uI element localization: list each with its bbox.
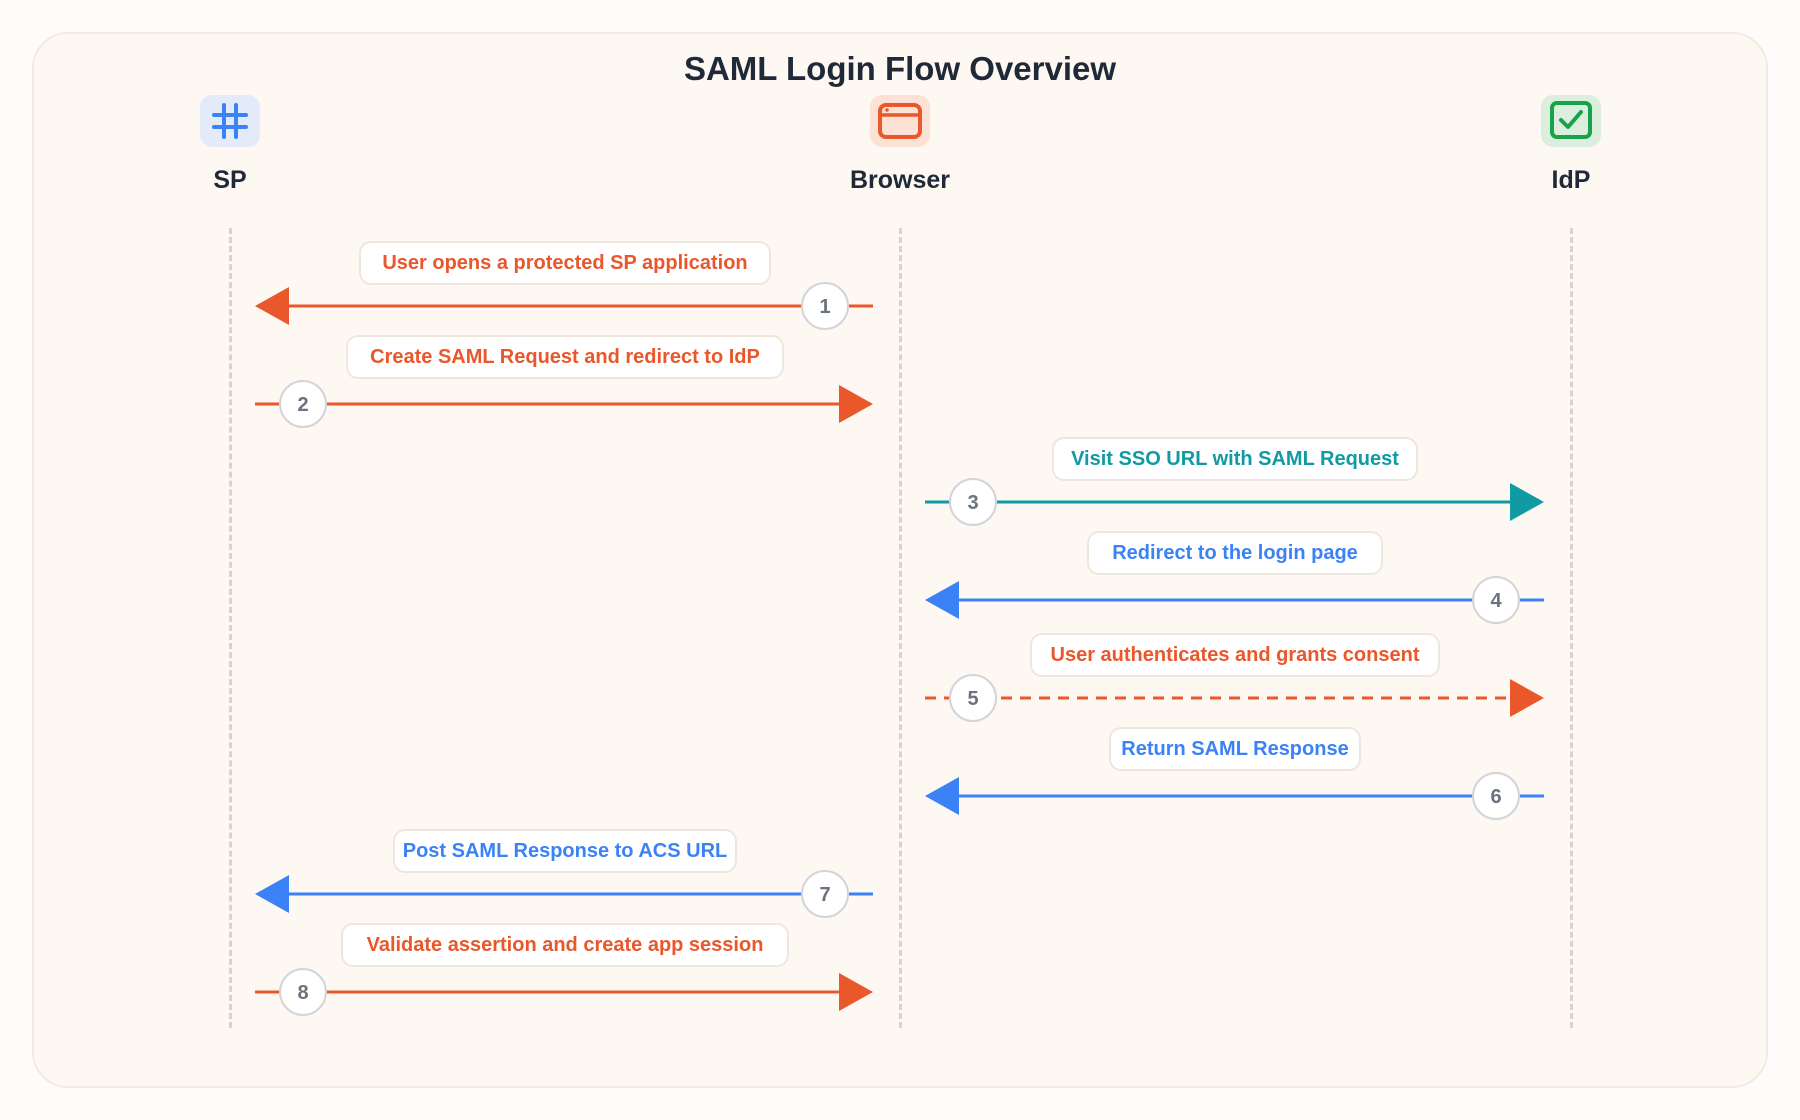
step-badge-1 — [801, 282, 849, 330]
step-badge-4 — [1472, 576, 1520, 624]
arrowhead-3 — [1510, 483, 1544, 521]
message-label-2: Create SAML Request and redirect to IdP — [346, 335, 784, 379]
step-number-4: 4 — [1490, 590, 1502, 612]
message-label-8: Validate assertion and create app sessio… — [341, 923, 789, 967]
arrowhead-2 — [839, 385, 873, 423]
lifeline-browser — [899, 228, 902, 1028]
step-badge-5 — [949, 674, 997, 722]
actor-label-idp: IdP — [1551, 166, 1591, 194]
step-number-6: 6 — [1490, 786, 1501, 808]
message-label-4: Redirect to the login page — [1087, 531, 1383, 575]
step-badge-8 — [279, 968, 327, 1016]
actor-label-browser: Browser — [849, 166, 951, 194]
diagram-title: SAML Login Flow Overview — [683, 50, 1117, 87]
hashtag-icon — [200, 95, 260, 147]
step-badge-2 — [279, 380, 327, 428]
arrowhead-7 — [255, 875, 289, 913]
arrowhead-1 — [255, 287, 289, 325]
step-number-1: 1 — [819, 296, 830, 318]
message-label-6: Return SAML Response — [1109, 727, 1361, 771]
step-number-7: 7 — [819, 884, 830, 906]
actor-label-sp: SP — [213, 166, 247, 194]
step-number-8: 8 — [297, 982, 308, 1004]
browser-window-icon — [870, 95, 930, 147]
step-number-3: 3 — [967, 492, 978, 514]
message-label-5: User authenticates and grants consent — [1030, 633, 1440, 677]
lifeline-idp — [1570, 228, 1573, 1028]
arrowhead-4 — [925, 581, 959, 619]
step-badge-7 — [801, 870, 849, 918]
arrowhead-5 — [1510, 679, 1544, 717]
step-badge-3 — [949, 478, 997, 526]
message-label-3: Visit SSO URL with SAML Request — [1052, 437, 1418, 481]
arrowhead-6 — [925, 777, 959, 815]
lifeline-sp — [229, 228, 232, 1028]
check-square-icon — [1541, 95, 1601, 147]
message-label-1: User opens a protected SP application — [359, 241, 771, 285]
arrowhead-8 — [839, 973, 873, 1011]
step-number-5: 5 — [967, 688, 978, 710]
step-number-2: 2 — [297, 394, 308, 416]
step-badge-6 — [1472, 772, 1520, 820]
message-label-7: Post SAML Response to ACS URL — [393, 829, 737, 873]
